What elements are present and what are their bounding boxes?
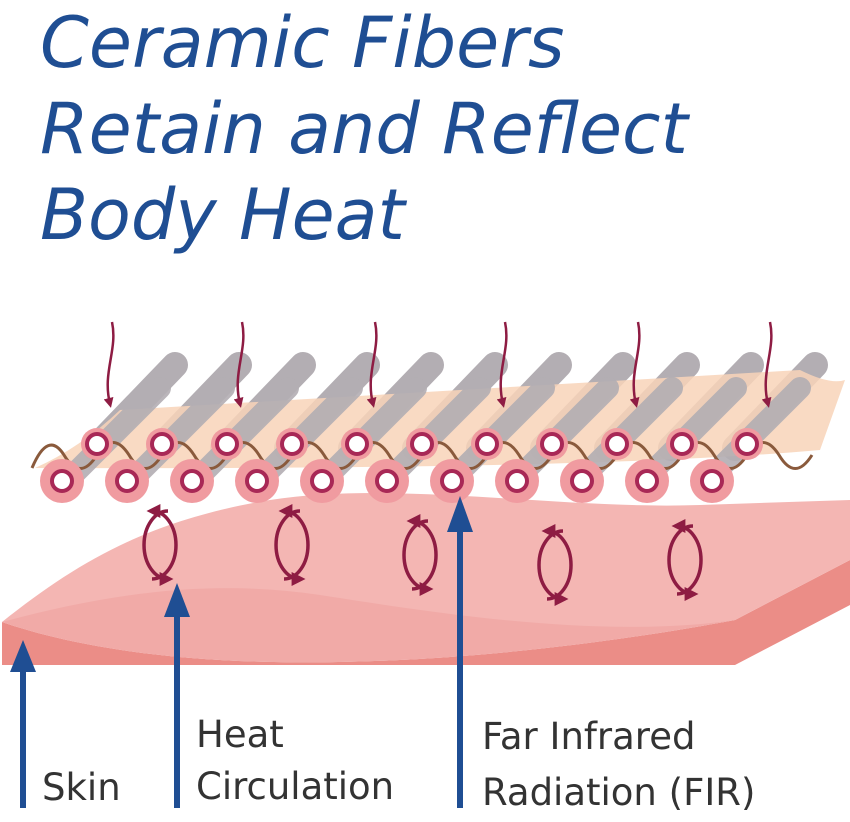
circulation-loop <box>274 504 310 586</box>
heat-label-line-2: Circulation <box>196 765 395 808</box>
title: Ceramic Fibers Retain and Reflect Body H… <box>40 0 688 258</box>
skin-label: Skin <box>42 766 121 809</box>
fiber-section-lower-core <box>570 469 594 493</box>
fir-label-line-1: Far Infrared <box>482 715 696 758</box>
fiber-section-lower-core <box>375 469 399 493</box>
fiber-section-upper-core <box>475 432 499 456</box>
fiber-rod-front <box>379 377 491 489</box>
fiber-section-upper-core <box>85 432 109 456</box>
fiber-rod-front <box>315 377 427 489</box>
skin-side <box>2 560 850 665</box>
incoming-heat-arrow <box>366 321 378 408</box>
title-line-2: Retain and Reflect <box>40 88 688 170</box>
fiber-rod-front <box>123 377 235 489</box>
loop-arc-right <box>278 504 310 581</box>
circulation-loop <box>537 524 573 606</box>
fiber-section-lower-core <box>635 469 659 493</box>
incoming-heat-arrow <box>761 321 773 408</box>
fiber-section-lower-core <box>245 469 269 493</box>
fiber-section-upper-core <box>735 432 759 456</box>
circulation-loop <box>142 504 178 586</box>
fiber-section-lower-core <box>115 469 139 493</box>
circulation-loop <box>667 519 703 601</box>
incoming-heat-arrow <box>233 321 245 408</box>
heat-circulation-arrow <box>164 583 190 808</box>
fiber-rod-front <box>187 377 299 489</box>
incoming-heat-arrow <box>103 321 115 408</box>
fir-label-line-2: Radiation (FIR) <box>482 771 756 814</box>
fiber-rod-front <box>59 377 171 489</box>
incoming-heat-arrow <box>629 321 641 408</box>
loop-arc-right <box>541 524 573 601</box>
fiber-section-upper-core <box>280 432 304 456</box>
skin-arrow <box>10 640 36 808</box>
incoming-heat-arrows <box>103 321 773 408</box>
fiber-section-lower-core <box>50 469 74 493</box>
loop-arc-right <box>406 514 438 591</box>
title-line-3: Body Heat <box>40 174 406 256</box>
fiber-section-lower-core <box>700 469 724 493</box>
ceramic-fiber-mesh <box>30 352 845 503</box>
fiber-section-lower-core <box>180 469 204 493</box>
fir-arrow <box>447 496 473 808</box>
fiber-section-lower-core <box>310 469 334 493</box>
fiber-section-upper-core <box>150 432 174 456</box>
loop-arc-right <box>671 519 703 596</box>
incoming-heat-arrow <box>496 321 508 408</box>
fiber-section-upper-core <box>540 432 564 456</box>
title-line-1: Ceramic Fibers <box>40 2 565 84</box>
label-arrows <box>10 496 473 808</box>
fiber-section-upper-core <box>605 432 629 456</box>
circulation-loop <box>402 514 438 596</box>
fiber-section-upper-core <box>410 432 434 456</box>
fiber-section-upper-core <box>215 432 239 456</box>
heat-label-line-1: Heat <box>196 713 284 756</box>
fiber-rod-front <box>251 377 363 489</box>
fiber-rod-front <box>443 377 555 489</box>
fiber-section-lower-core <box>505 469 529 493</box>
skin-layer <box>2 493 850 665</box>
fiber-section-lower-core <box>440 469 464 493</box>
fiber-section-upper-core <box>345 432 369 456</box>
heat-circulation-loops <box>142 504 703 606</box>
loop-arc-right <box>146 504 178 581</box>
fiber-section-upper-core <box>670 432 694 456</box>
